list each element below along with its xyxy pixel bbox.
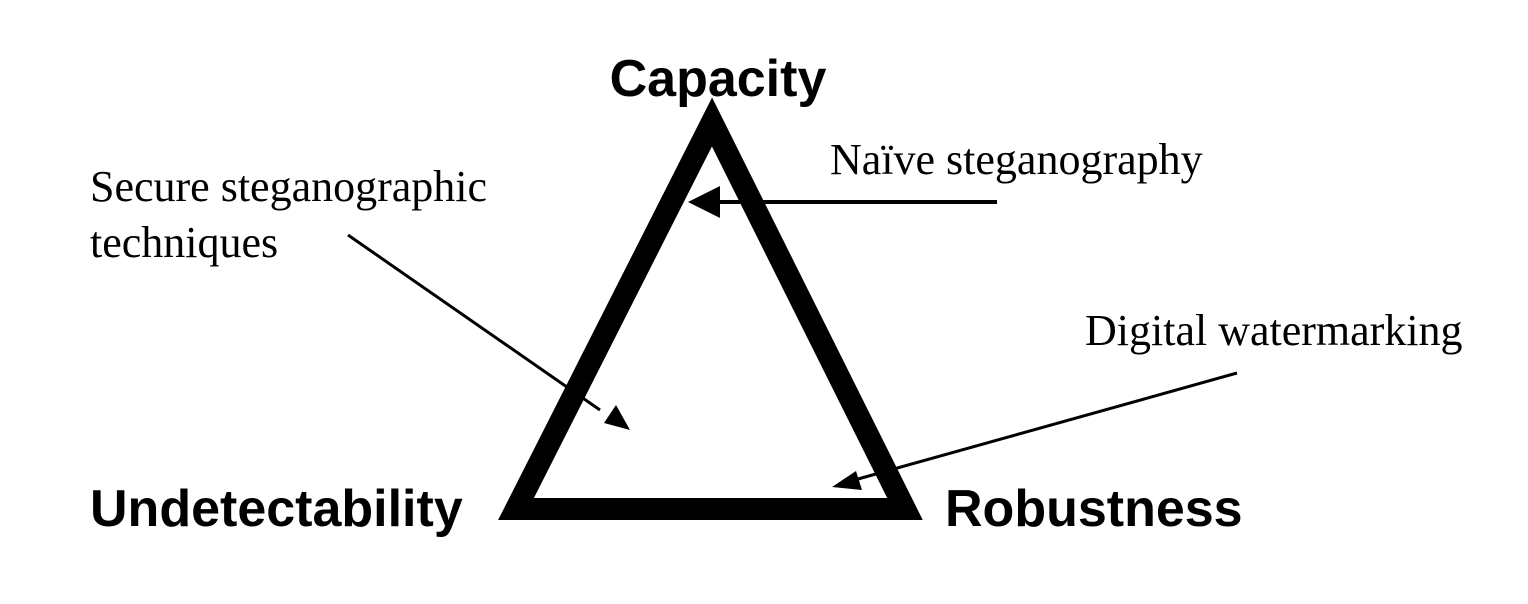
triangle-outline xyxy=(498,97,923,520)
arrow-secure xyxy=(347,233,601,412)
arrowhead-naive xyxy=(688,186,720,218)
arrowhead-watermarking xyxy=(832,471,862,490)
vertex-label-undetectability: Undetectability xyxy=(90,480,463,538)
annotation-secure-line2: techniques xyxy=(90,218,278,267)
annotation-naive: Naïve steganography xyxy=(830,135,1203,184)
arrowhead-secure xyxy=(604,405,630,430)
annotation-watermarking: Digital watermarking xyxy=(1085,306,1463,355)
arrow-watermarking xyxy=(857,371,1238,481)
vertex-label-robustness: Robustness xyxy=(945,480,1243,538)
annotation-secure-line1: Secure steganographic xyxy=(90,162,487,211)
vertex-label-capacity: Capacity xyxy=(610,50,827,108)
